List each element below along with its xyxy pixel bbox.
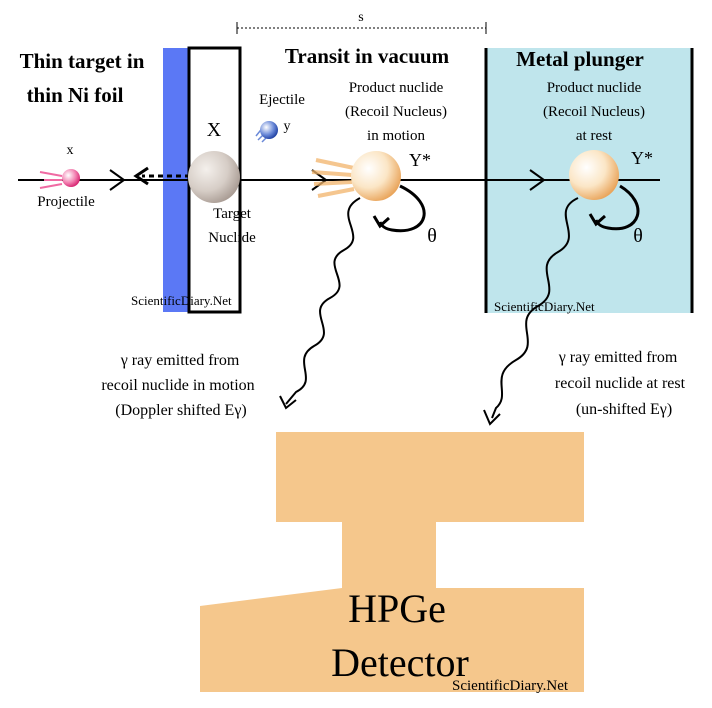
right-title: Metal plunger	[516, 47, 644, 71]
gamma-ray-moving	[279, 197, 361, 410]
target-label-line2: Nuclide	[208, 230, 256, 246]
target-nuclide	[188, 151, 240, 203]
ejectile-label: Ejectile	[259, 92, 305, 108]
moving-nuclide-line1: Product nuclide	[349, 80, 444, 96]
middle-title: Transit in vacuum	[285, 44, 450, 68]
gamma-moving-line3: (Doppler shifted Eγ)	[115, 402, 246, 419]
hpge-detector	[200, 432, 584, 692]
distance-label: s	[358, 10, 363, 25]
gamma-moving-line1: γ ray emitted from	[120, 352, 240, 369]
gamma-moving-line2: recoil nuclide in motion	[101, 377, 254, 394]
rest-nucleus	[569, 150, 619, 200]
rest-nuclide-line3: at rest	[576, 128, 613, 144]
left-title-line1: Thin target in	[20, 49, 145, 73]
target-label-line1: Target	[213, 206, 252, 222]
rest-nuclide-line1: Product nuclide	[547, 80, 642, 96]
projectile-symbol: x	[67, 143, 74, 158]
theta-arc-rest	[594, 184, 640, 231]
ejectile-symbol: y	[284, 119, 291, 134]
gamma-rest-line3: (un-shifted Eγ)	[576, 401, 672, 418]
rest-nuclide-line2: (Recoil Nucleus)	[543, 104, 645, 120]
theta-moving: θ	[427, 225, 437, 247]
moving-nuclide-line3: in motion	[367, 128, 425, 144]
target-symbol: X	[207, 119, 222, 141]
ejectile-ball	[255, 121, 278, 143]
detector-line2: Detector	[331, 640, 469, 685]
moving-nuclide-line2: (Recoil Nucleus)	[345, 104, 447, 120]
distance-marker	[236, 22, 487, 34]
gamma-rest-line2: recoil nuclide at rest	[555, 375, 686, 392]
left-title-line2: thin Ni foil	[27, 83, 124, 107]
watermark-left: ScientificDiary.Net	[131, 293, 232, 308]
detector-line1: HPGe	[348, 586, 446, 631]
moving-nucleus-symbol: Y*	[409, 150, 431, 170]
gamma-rest-line1: γ ray emitted from	[558, 349, 678, 366]
gamma-ray-rest	[483, 197, 579, 426]
projectile-ball	[39, 169, 80, 189]
theta-rest: θ	[633, 225, 643, 247]
moving-nucleus	[311, 151, 401, 201]
theta-arc-moving	[378, 184, 426, 233]
projectile-label: Projectile	[37, 194, 95, 210]
rest-nucleus-symbol: Y*	[631, 148, 653, 168]
watermark-detector: ScientificDiary.Net	[452, 678, 569, 694]
watermark-right: ScientificDiary.Net	[494, 299, 595, 314]
